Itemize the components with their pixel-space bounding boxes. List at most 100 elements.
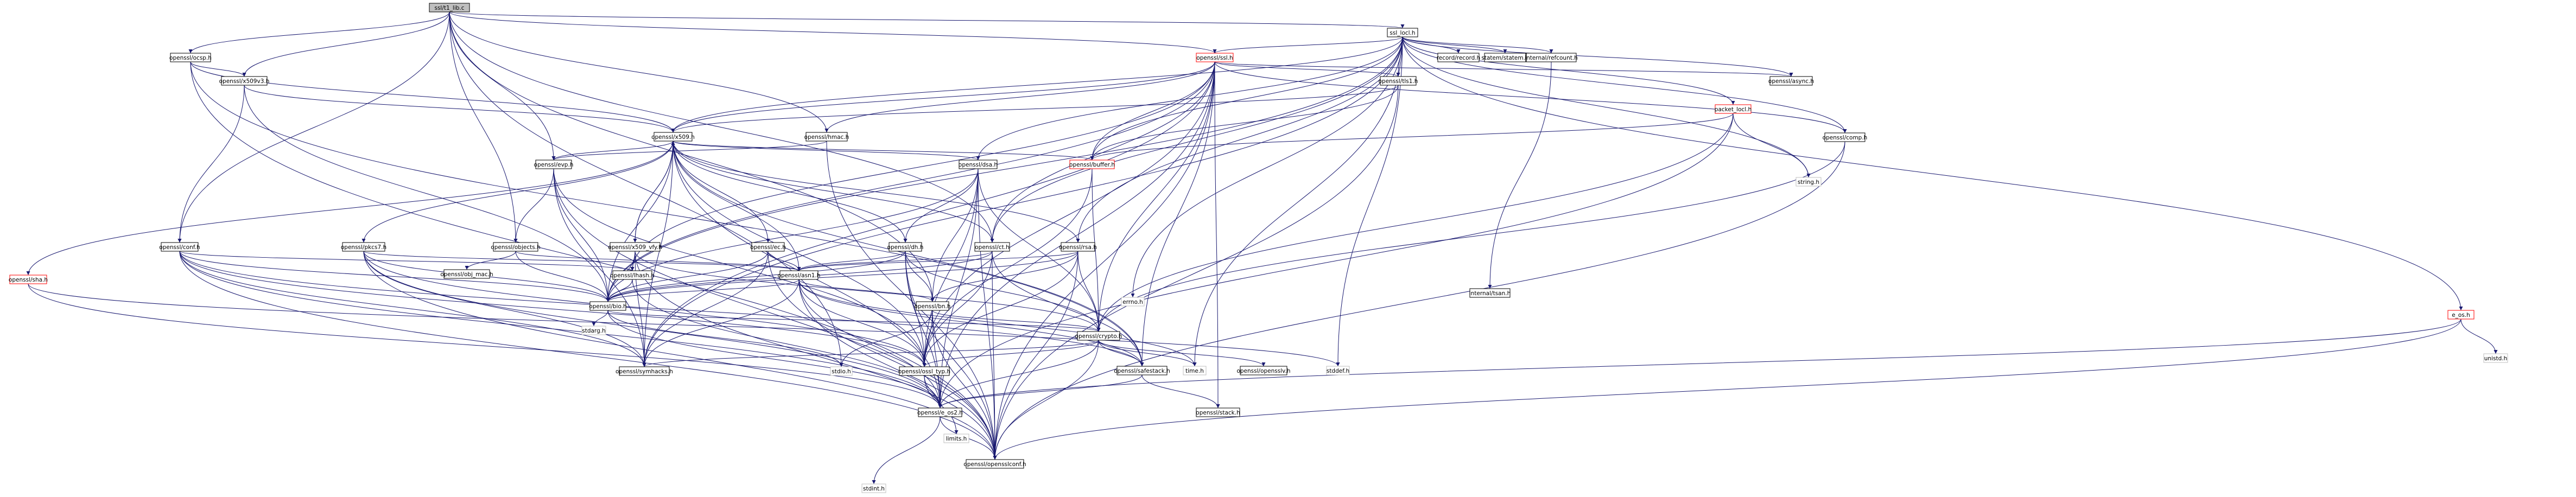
edge-e_os2-to-stdint [872,416,941,485]
node-safestack[interactable]: openssl/safestack.h [1114,366,1170,375]
edge-pkcs7-to-asn1 [363,251,801,271]
node-ec[interactable]: openssl/ec.h [750,242,786,252]
node-label: openssl/x509v3.h [219,78,270,85]
node-unistd[interactable]: unistd.h [2483,353,2508,363]
edge-ssl-to-symhacks [642,61,1215,367]
edge-ssl-to-ct [990,61,1215,243]
node-buffer[interactable]: openssl/buffer.h [1069,160,1115,169]
edge-evp-to-bio [553,168,610,302]
node-time[interactable]: time.h [1183,366,1207,375]
node-opensslconf[interactable]: openssl/opensslconf.h [963,459,1026,469]
edge-evp-to-symhacks [553,168,646,367]
node-refcount[interactable]: internal/refcount.h [1525,53,1578,62]
node-asn1[interactable]: openssl/asn1.h [778,270,821,280]
edge-ssl-to-e_os2 [938,61,1215,409]
node-limits[interactable]: limits.h [943,434,969,443]
node-lhash[interactable]: openssl/lhash.h [610,270,655,280]
node-objects[interactable]: openssl/objects.h [491,242,541,252]
edge-ssl-to-stack [1214,61,1220,409]
edge-bn-to-e_os2 [932,310,942,409]
node-box [9,275,47,284]
edge-dsa-to-dh [903,168,979,243]
edge-dsa-to-e_os2 [938,168,979,409]
edge-dsa-to-bn [930,168,979,302]
edge-ssl-to-lhash [630,61,1215,271]
node-box [805,132,848,142]
edge-ct-to-asn1 [797,251,993,271]
edge-dh-to-bn [905,251,935,302]
edge-sha-to-e_os2 [28,283,942,409]
node-stddef[interactable]: stddef.h [1326,366,1350,375]
node-opensslv[interactable]: openssl/opensslv.h [1236,366,1291,375]
node-sha[interactable]: openssl/sha.h [9,275,48,284]
node-label: errno.h [1122,299,1143,305]
node-hmac[interactable]: openssl/hmac.h [804,132,849,142]
node-async[interactable]: openssl/async.h [1768,76,1814,86]
edge-ssl_lib-to-stdio [449,11,843,367]
node-ssl_lib[interactable]: ssl/t1_lib.c [429,3,470,12]
edge-dsa-to-crypto [978,168,1101,332]
node-crypto[interactable]: openssl/crypto.h [1075,331,1122,341]
node-e_os[interactable]: e_os.h [2447,310,2475,320]
nodes: ssl/t1_lib.c ssl_locl.h openssl/ocsp.h open… [9,3,2508,493]
node-stdint[interactable]: stdint.h [861,483,886,493]
node-ct[interactable]: openssl/ct.h [974,242,1010,252]
edge-x509_vfy-to-crypto [635,251,1101,332]
node-e_os2[interactable]: openssl/e_os2.h [917,407,963,417]
node-label: openssl/obj_mac.h [440,271,493,278]
node-bio[interactable]: openssl/bio.h [589,301,627,311]
node-pkcs7[interactable]: openssl/pkcs7.h [341,242,386,252]
node-stdarg[interactable]: stdarg.h [581,326,606,335]
node-errno[interactable]: errno.h [1121,297,1145,307]
node-rsa[interactable]: openssl/rsa.h [1059,242,1097,252]
node-box [1769,76,1813,86]
node-evp[interactable]: openssl/evp.h [534,160,574,169]
edge-crypto-to-opensslconf [993,340,1099,460]
edge-rsa-to-asn1 [797,251,1078,271]
node-label: ssl/t1_lib.c [434,5,464,11]
node-x509v3[interactable]: openssl/x509v3.h [219,76,270,86]
node-obj_mac[interactable]: openssl/obj_mac.h [440,269,493,279]
node-x509[interactable]: openssl/x509.h [651,132,695,142]
node-box [751,242,785,252]
node-dsa[interactable]: openssl/dsa.h [959,160,998,169]
node-record[interactable]: record/record.h [1437,53,1481,62]
node-bn[interactable]: openssl/bn.h [915,301,951,311]
node-label: openssl/objects.h [491,244,540,251]
edge-objects-to-bio [515,251,610,302]
node-ossl_typ[interactable]: openssl/ossl_typ.h [898,366,950,376]
node-statem[interactable]: statem/statem.h [1481,53,1529,62]
node-box [1380,76,1417,86]
edge-ssl_locl-to-rsa [1076,36,1403,243]
node-stdio[interactable]: stdio.h [830,366,853,376]
node-stack[interactable]: openssl/stack.h [1196,407,1240,417]
edge-ssl_lib-to-bn [449,11,935,302]
node-box [429,3,470,12]
edge-hmac-to-evp [551,141,827,161]
node-ssl[interactable]: openssl/ssl.h [1196,53,1234,62]
node-tsan[interactable]: internal/tsan.h [1469,288,1511,298]
edge-bn-to-opensslconf [932,310,997,460]
edge-safestack-to-stack [1141,374,1220,409]
node-dh[interactable]: openssl/dh.h [887,242,924,252]
node-comp[interactable]: openssl/comp.h [1823,132,1868,142]
node-box [1484,53,1526,62]
edge-dh-to-crypto [905,251,1101,332]
node-box [535,160,572,169]
edge-objects-to-obj_mac [465,251,516,270]
node-string[interactable]: string.h [1795,177,1822,187]
node-tls1[interactable]: openssl/tls1.h [1379,76,1418,86]
edge-ssl-to-x509 [671,61,1215,133]
node-conf[interactable]: openssl/conf.h [159,242,200,252]
node-symhacks[interactable]: openssl/symhacks.h [616,366,673,376]
edge-ssl-to-crypto [1096,61,1215,332]
node-ocsp[interactable]: openssl/ocsp.h [169,53,212,62]
edge-comp-to-opensslconf [993,141,1845,460]
node-ssl_locl[interactable]: ssl_locl.h [1387,28,1418,37]
edge-dh-to-asn1 [797,251,906,271]
node-box [493,242,538,252]
node-x509_vfy[interactable]: openssl/x509_vfy.h [608,242,662,252]
node-label: openssl/opensslconf.h [963,461,1026,468]
node-box [161,242,199,252]
node-packet[interactable]: packet_locl.h [1715,104,1752,114]
